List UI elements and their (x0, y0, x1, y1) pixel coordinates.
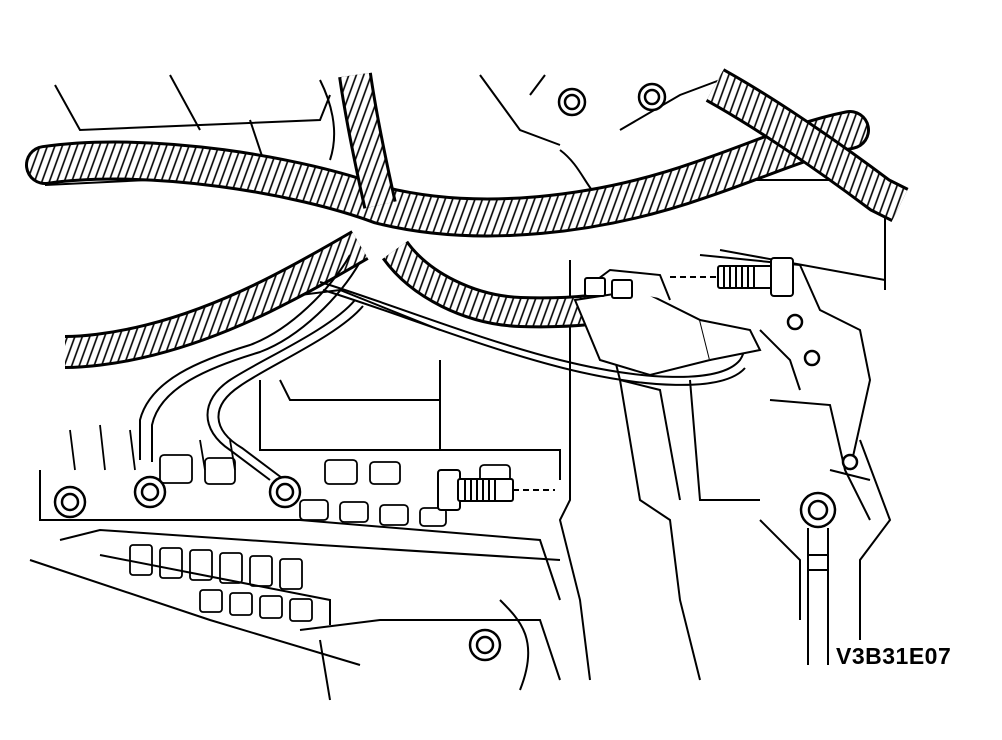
transmission-case (29, 260, 760, 701)
wiring-harness-main (25, 68, 909, 369)
support-rod (807, 528, 829, 665)
lower-bolt (437, 469, 555, 511)
figure-code-label: V3B31E07 (836, 643, 952, 669)
case-ribs (69, 424, 511, 622)
upper-bolt (670, 257, 794, 297)
bolt-heads (53, 82, 859, 662)
harness-connector (573, 268, 762, 377)
